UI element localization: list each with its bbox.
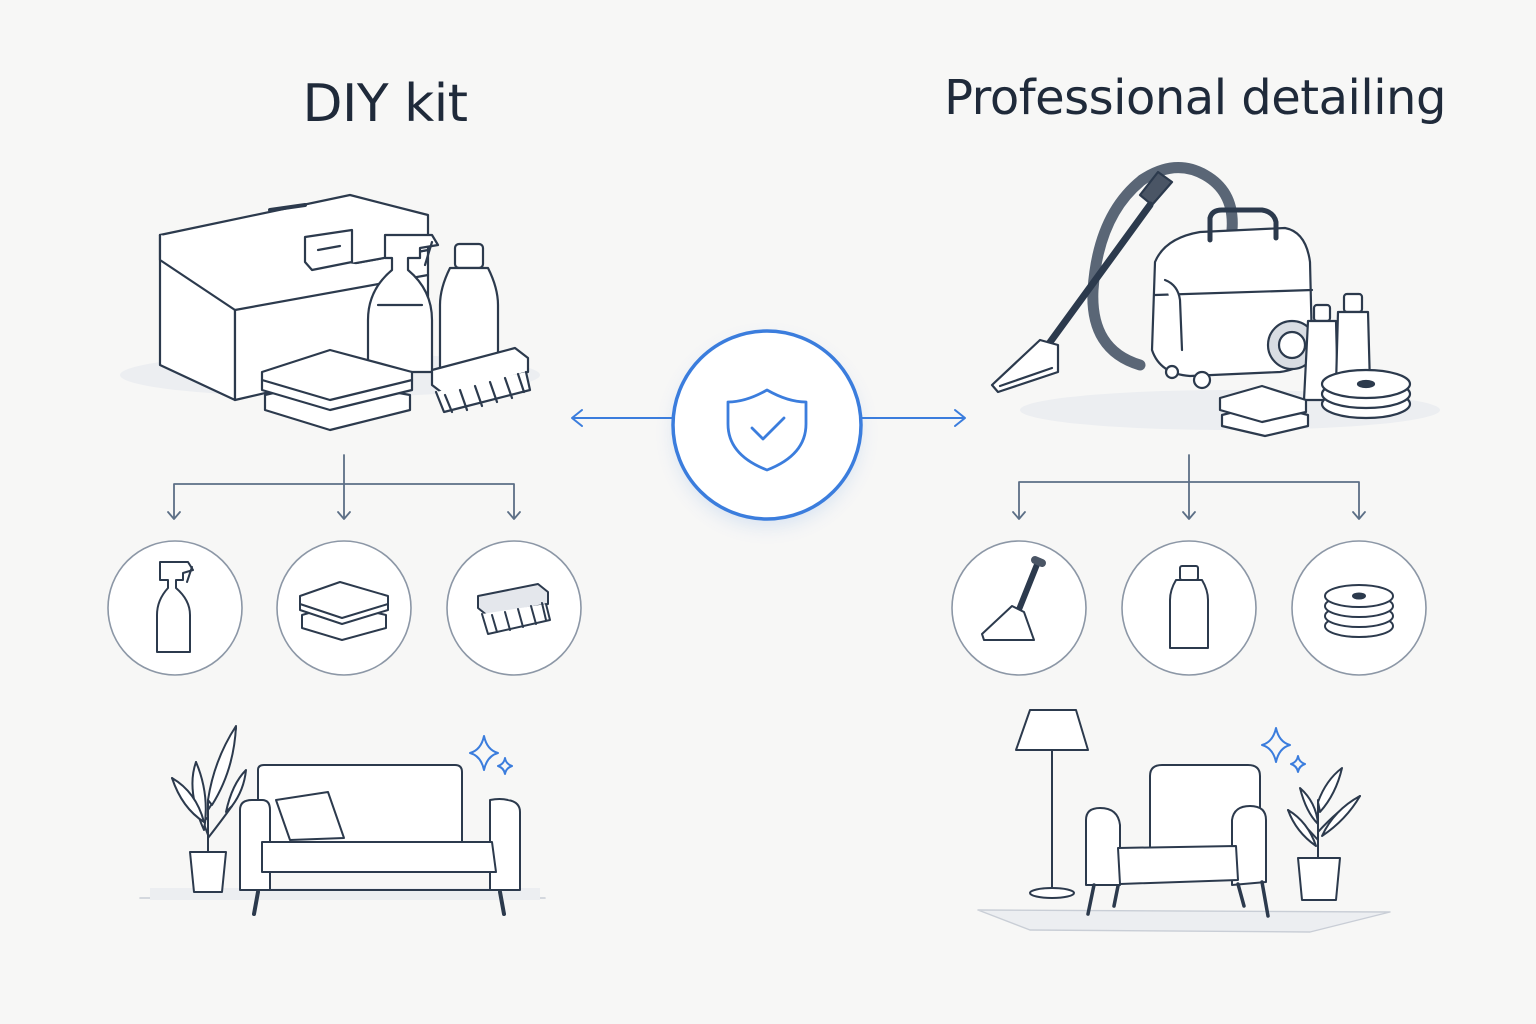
small-bottle-icon: [1169, 565, 1209, 649]
diy-kit-illustration: [120, 193, 540, 432]
armchair-room-icon: [977, 709, 1391, 933]
center-connector: [571, 329, 966, 525]
floor-lamp-icon: [1015, 709, 1089, 899]
sparkle-icon: [469, 735, 513, 775]
plastic-bottle-icon: [438, 242, 500, 374]
potted-plant-icon: [1287, 767, 1361, 901]
potted-plant-icon: [171, 725, 247, 893]
polishing-pads-icon: [1320, 368, 1412, 420]
sparkle-icon: [1261, 727, 1306, 773]
folded-towels-icon: [299, 581, 389, 641]
professional-detailing-title: Professional detailing: [944, 70, 1446, 126]
upholstery-nozzle-icon: [981, 556, 1046, 641]
scrub-brush-icon: [430, 346, 532, 414]
diy-tree-connectors: [167, 454, 521, 520]
carpet-extractor-machine-icon: [1150, 207, 1318, 390]
spray-bottle-icon: [366, 233, 440, 374]
diy-kit-title: DIY kit: [302, 74, 468, 134]
folded-towels-icon: [260, 348, 414, 432]
spray-bottle-icon: [156, 561, 194, 653]
professional-equipment-illustration: [990, 162, 1440, 438]
armchair-icon: [1085, 764, 1270, 918]
professional-tree-connectors: [1012, 454, 1366, 520]
sofa-room-icon: [139, 725, 546, 916]
sofa-icon: [239, 764, 521, 916]
scrub-brush-icon: [477, 583, 551, 635]
extractor-hose-icon: [990, 162, 1238, 394]
diy-tool-icons: [107, 540, 582, 676]
polishing-pad-icon: [1324, 584, 1394, 638]
professional-tool-icons: [951, 540, 1427, 676]
microfiber-towels-icon: [1218, 384, 1310, 438]
shield-check-icon: [726, 388, 808, 472]
